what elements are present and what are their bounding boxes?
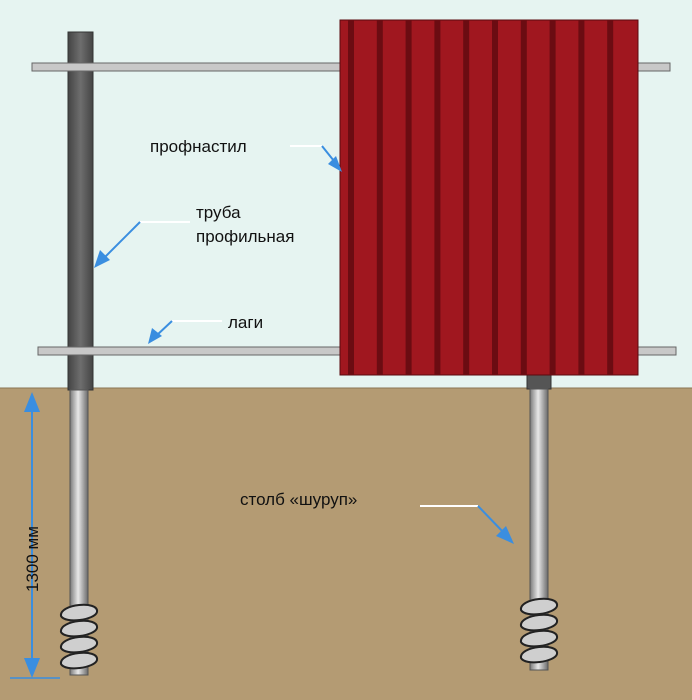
sheet-rib <box>492 20 498 375</box>
right-pile-cap <box>526 374 552 390</box>
helix-blade <box>60 619 98 638</box>
corrugated-sheet <box>339 19 639 376</box>
sheet-rib <box>607 20 614 375</box>
helix-blade <box>60 635 98 654</box>
pointer-profnastil <box>290 145 342 172</box>
pointer-truba <box>94 221 190 268</box>
sheet-rib <box>578 20 585 375</box>
pointer-lagi <box>148 320 222 344</box>
sheet-rib <box>520 20 527 375</box>
label-stolb: столб «шуруп» <box>240 490 357 509</box>
sheet-rib <box>376 20 383 375</box>
helix-blade <box>520 613 558 632</box>
left-pile-helix <box>60 603 98 670</box>
sheet-ribs <box>348 20 614 375</box>
label-truba-line2: профильная <box>196 227 294 246</box>
sheet-rib <box>405 20 412 375</box>
ground <box>0 388 692 700</box>
helix-blade <box>60 603 98 622</box>
profile-tube-post <box>67 31 94 391</box>
sheet-rib <box>348 20 354 375</box>
label-profnastil: профнастил <box>150 137 247 156</box>
label-depth: 1300 мм <box>23 526 42 592</box>
label-truba-line1: труба <box>196 203 241 222</box>
sheet-rib <box>549 20 556 375</box>
helix-blade <box>60 651 98 670</box>
helix-blade <box>520 629 558 648</box>
helix-blade <box>520 645 558 664</box>
label-lagi: лаги <box>228 313 263 332</box>
sheet-rib <box>463 20 470 375</box>
right-pile-helix <box>520 597 558 664</box>
helix-blade <box>520 597 558 616</box>
sheet-rib <box>434 20 441 375</box>
pointer-stolb <box>420 505 514 544</box>
depth-dimension <box>10 392 60 679</box>
